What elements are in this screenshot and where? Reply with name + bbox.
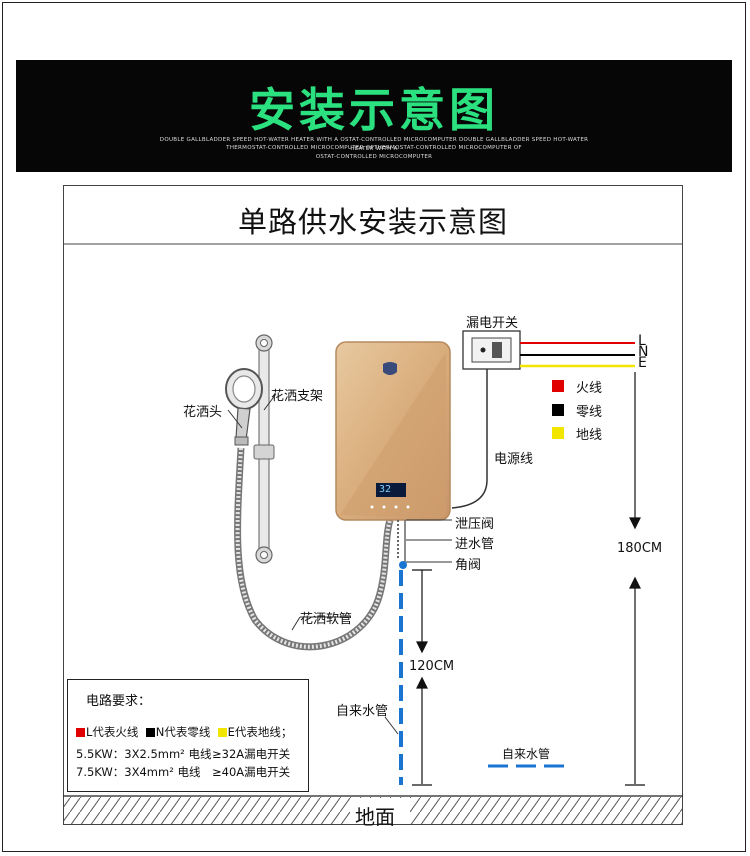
req-legend-e: E代表地线； xyxy=(227,725,293,739)
req-row2-right: ≥40A漏电开关 xyxy=(212,765,291,779)
label-height-180: 180CM xyxy=(617,541,663,556)
label-tap-water-pipe: 自来水管 xyxy=(336,704,389,719)
label-shower-hose: 花洒软管 xyxy=(300,612,353,627)
requirements-title: 电路要求： xyxy=(86,694,152,709)
req-legend-l: L代表火线 xyxy=(86,725,139,739)
wire-label-l: L xyxy=(638,333,646,349)
wire-label-e: E xyxy=(638,355,647,371)
legend-swatch-neutral xyxy=(552,404,564,416)
header-banner: 安装示意图 DOUBLE GALLBLADDER SPEED HOT-WATER… xyxy=(16,60,732,172)
label-inlet-pipe: 进水管 xyxy=(455,537,495,552)
wire-label-n: N xyxy=(638,344,649,360)
legend-swatch-live xyxy=(552,380,564,392)
legend-swatch-ground xyxy=(552,427,564,439)
power-cord xyxy=(451,369,488,509)
dimension-120 xyxy=(412,569,432,786)
circuit-requirements-box: 电路要求： L代表火线 N代表零线 E代表地线； 5.5KW：3X2.5mm² … xyxy=(67,679,309,792)
leakage-switch xyxy=(462,330,521,370)
wires xyxy=(520,342,635,368)
banner-subtitle: OSTAT-CONTROLLED MICROCOMPUTER xyxy=(315,154,433,160)
label-leakage-switch: 漏电开关 xyxy=(466,316,519,331)
legend-label-ground: 地线 xyxy=(576,428,603,443)
diagram-frame xyxy=(63,185,683,825)
req-row2-left: 7.5KW：3X4mm² 电线 xyxy=(76,765,201,779)
label-relief-valve: 泄压阀 xyxy=(455,517,495,532)
shower-rack xyxy=(253,334,275,564)
swatch-neutral xyxy=(145,728,155,737)
requirements-legend: L代表火线 N代表零线 E代表地线； xyxy=(76,724,292,740)
diagram-title: 单路供水安装示意图 xyxy=(237,205,508,239)
label-shower-rack: 花洒支架 xyxy=(271,389,324,404)
legend-label-neutral: 零线 xyxy=(576,405,603,420)
label-ground: 地面 xyxy=(355,805,395,829)
req-row1-right: ≥32A漏电开关 xyxy=(212,747,291,761)
shower-hose xyxy=(234,447,394,651)
heater-pipes xyxy=(397,520,407,569)
heater-display: 32 xyxy=(379,484,392,495)
label-shower-head: 花洒头 xyxy=(183,405,223,420)
swatch-live xyxy=(76,728,85,737)
req-row1-left: 5.5KW：3X2.5mm² 电线 xyxy=(76,747,212,761)
banner-subtitle: DOUBLE GALLBLADDER SPEED HOT-WATER HEATE… xyxy=(159,137,589,152)
legend-label-live: 火线 xyxy=(576,381,603,396)
swatch-ground xyxy=(217,728,227,737)
req-legend-n: N代表零线 xyxy=(155,725,211,739)
label-angle-valve: 角阀 xyxy=(455,558,482,573)
water-heater xyxy=(335,341,451,521)
label-height-120: 120CM xyxy=(409,659,455,674)
label-tap-water-pipe-horizontal: 自来水管 xyxy=(502,747,551,761)
label-power-cord: 电源线 xyxy=(494,452,534,467)
banner-title: 安装示意图 xyxy=(249,83,499,137)
shower-head xyxy=(225,368,263,446)
leader-lines xyxy=(227,393,452,735)
banner-subtitle: THERMOSTAT-CONTROLLED MICROCOMPUTER OPTH… xyxy=(226,145,522,151)
dimension-180 xyxy=(625,372,645,786)
ground xyxy=(63,795,683,824)
